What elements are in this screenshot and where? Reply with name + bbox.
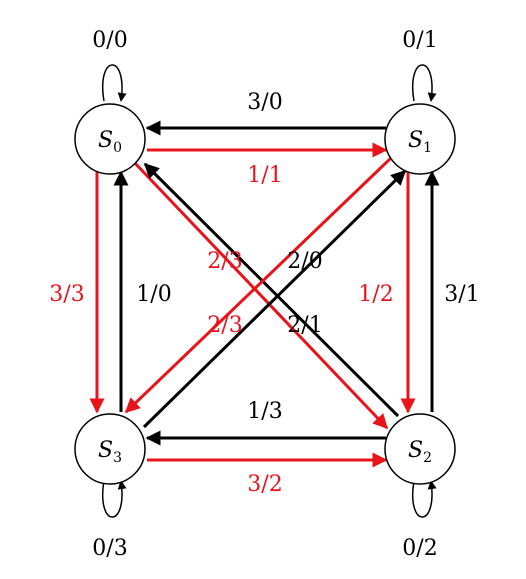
edge-label-s2-s0: 2/1 xyxy=(287,313,322,338)
loop-s3 xyxy=(102,480,127,518)
svg-text:S0: S0 xyxy=(98,128,122,156)
svg-text:S1: S1 xyxy=(408,128,432,156)
state-s1: S1 xyxy=(384,103,456,175)
edge-label-s0-s3: 3/3 xyxy=(49,282,84,307)
edge-label-s3-s1: 2/0 xyxy=(287,249,322,274)
loop-label-s0: 0/0 xyxy=(92,28,127,53)
loop-s1 xyxy=(412,64,437,102)
loop-s2 xyxy=(412,480,437,518)
edge-label-s3-s0: 1/0 xyxy=(136,282,171,307)
loop-label-s2: 0/2 xyxy=(402,536,437,561)
edge-label-s2-s3: 1/3 xyxy=(247,399,282,424)
edge-label-s3-s2: 3/2 xyxy=(247,472,282,497)
loop-label-s1: 0/1 xyxy=(402,28,437,53)
svg-text:S2: S2 xyxy=(408,438,432,466)
edge-s1-s3 xyxy=(124,156,393,414)
loop-s0 xyxy=(102,64,127,102)
edge-label-s2-s1: 3/1 xyxy=(444,282,479,307)
svg-text:S3: S3 xyxy=(98,438,122,466)
state-s2: S2 xyxy=(384,413,456,485)
edge-label-s0-s1: 1/1 xyxy=(247,163,282,188)
edge-s0-s2 xyxy=(130,158,389,430)
edge-label-s1-s2: 1/2 xyxy=(358,282,393,307)
edge-label-s1-s0: 3/0 xyxy=(247,90,282,115)
state-s0: S0 xyxy=(74,103,146,175)
edge-label-s1-s3: 2/3 xyxy=(207,313,242,338)
loop-label-s3: 0/3 xyxy=(92,536,127,561)
edge-s3-s1 xyxy=(142,169,407,429)
edge-s2-s0 xyxy=(143,162,400,418)
state-s3: S3 xyxy=(74,413,146,485)
edge-label-s0-s2: 2/3 xyxy=(207,249,242,274)
